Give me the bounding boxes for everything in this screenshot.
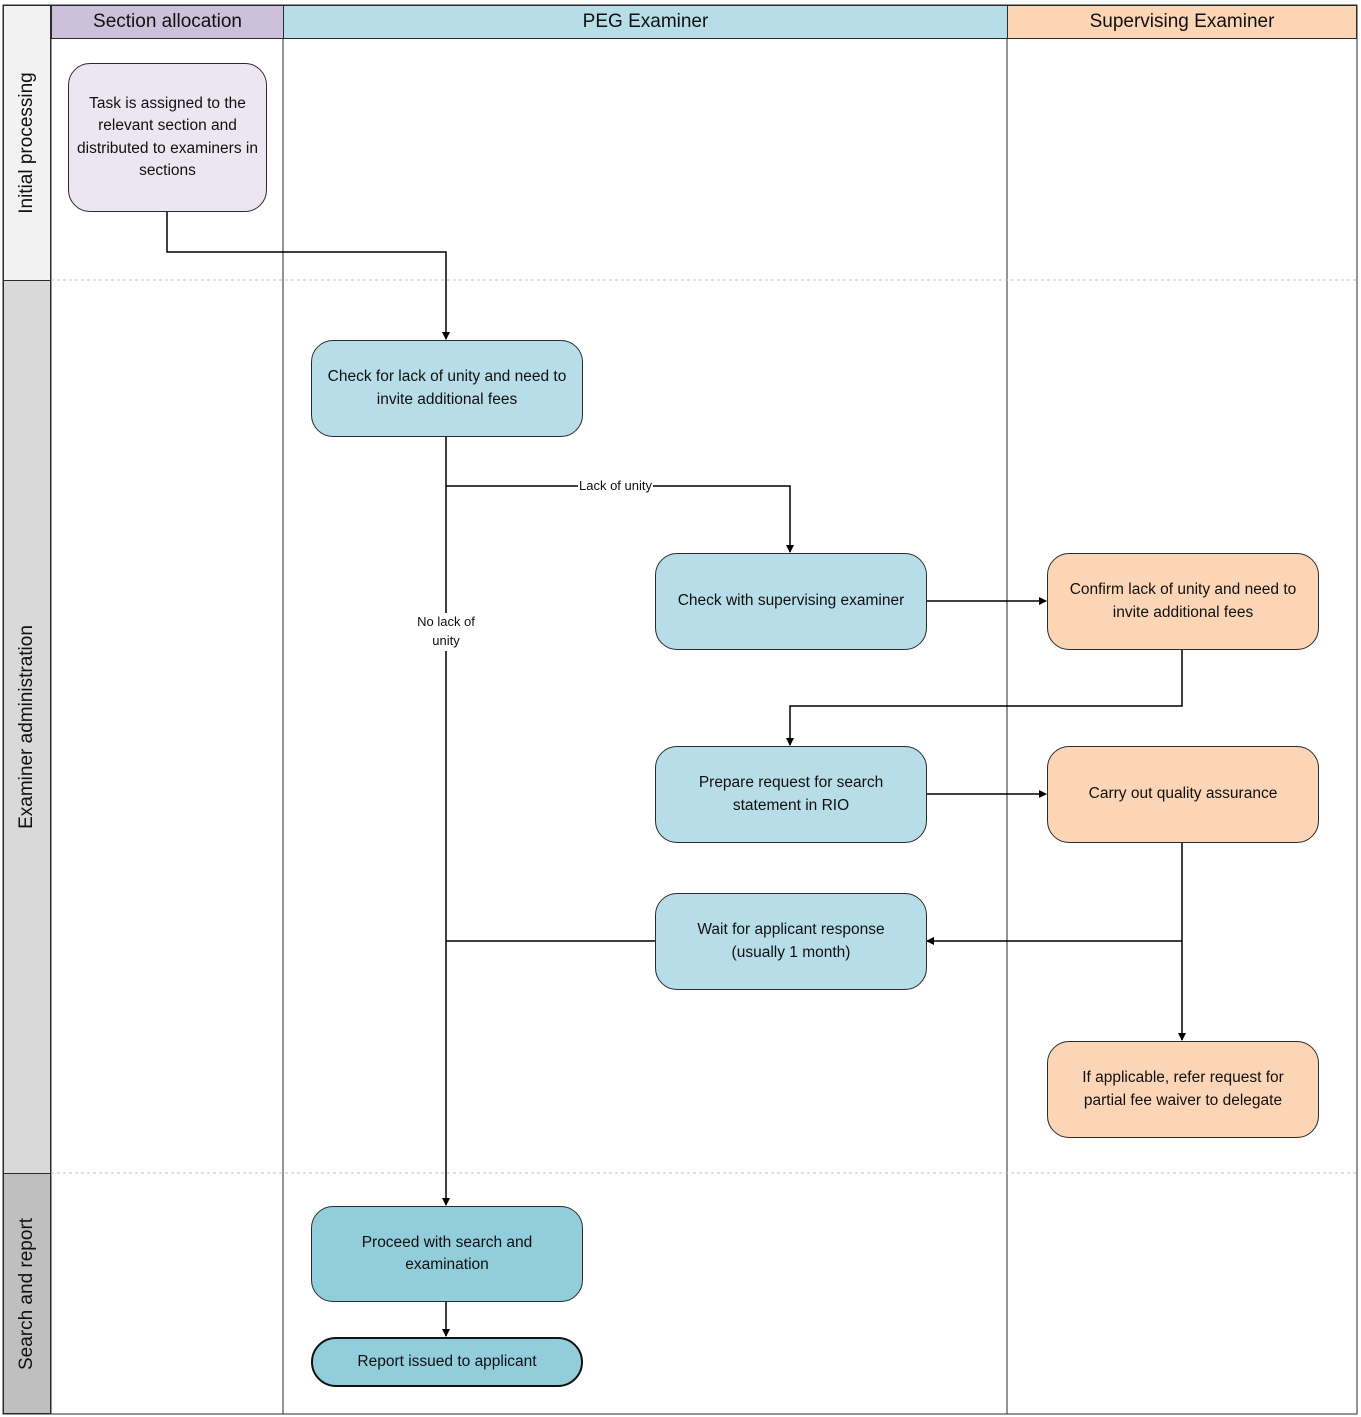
node-text: If applicable, refer request for partial… <box>1056 1067 1310 1112</box>
phase-header-examiner-administration: Examiner administration <box>3 280 51 1174</box>
edge-label-lack-of-unity: Lack of unity <box>578 477 653 496</box>
node-text: Wait for applicant response (usually 1 m… <box>664 919 918 964</box>
node-text: Confirm lack of unity and need to invite… <box>1056 579 1310 624</box>
node-quality-assurance: Carry out quality assurance <box>1047 746 1319 843</box>
node-check-with-supervisor: Check with supervising examiner <box>655 553 927 650</box>
lane-title: Section allocation <box>93 11 242 33</box>
lane-title: PEG Examiner <box>583 11 709 33</box>
lane-title: Supervising Examiner <box>1090 11 1275 33</box>
lane-header-supervising-examiner: Supervising Examiner <box>1007 5 1357 39</box>
node-text: Check with supervising examiner <box>678 590 905 612</box>
edge-label-no-lack-of-unity: No lack of unity <box>414 613 478 651</box>
node-text: Carry out quality assurance <box>1089 783 1278 805</box>
node-check-lack-of-unity: Check for lack of unity and need to invi… <box>311 340 583 437</box>
node-task-assigned: Task is assigned to the relevant section… <box>68 63 267 212</box>
node-text: Check for lack of unity and need to invi… <box>320 366 574 411</box>
phase-title: Search and report <box>16 1217 38 1369</box>
arrow-assign-to-check <box>167 212 446 339</box>
phase-title: Examiner administration <box>16 625 38 829</box>
node-wait-for-response: Wait for applicant response (usually 1 m… <box>655 893 927 990</box>
node-text: Prepare request for search statement in … <box>664 772 918 817</box>
diagram-frame <box>3 5 1357 1414</box>
arrow-confirm-to-prepare <box>790 649 1182 745</box>
phase-title: Initial processing <box>16 72 38 214</box>
node-proceed-search: Proceed with search and examination <box>311 1206 583 1302</box>
node-text: Report issued to applicant <box>357 1351 536 1373</box>
node-confirm-lack-of-unity: Confirm lack of unity and need to invite… <box>1047 553 1319 650</box>
arrow-lack-of-unity <box>446 486 790 552</box>
node-report-issued: Report issued to applicant <box>311 1337 583 1387</box>
phase-header-initial-processing: Initial processing <box>3 5 51 281</box>
node-refer-fee-waiver: If applicable, refer request for partial… <box>1047 1041 1319 1138</box>
node-text: Proceed with search and examination <box>320 1232 574 1277</box>
phase-header-search-and-report: Search and report <box>3 1173 51 1414</box>
node-prepare-request: Prepare request for search statement in … <box>655 746 927 843</box>
lane-header-peg-examiner: PEG Examiner <box>283 5 1008 39</box>
lane-header-section-allocation: Section allocation <box>51 5 284 39</box>
node-text: Task is assigned to the relevant section… <box>75 93 260 183</box>
